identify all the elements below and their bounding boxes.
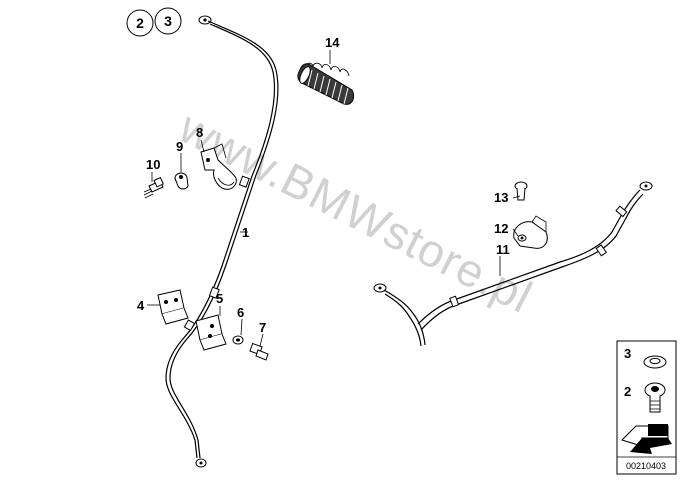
label-7: 7 <box>259 320 266 335</box>
grommet-9 <box>174 172 189 190</box>
clamp-12 <box>513 215 548 249</box>
label-9: 9 <box>176 139 183 154</box>
direction-arrow-icon <box>621 424 672 454</box>
header-ref-2: 2 <box>126 9 154 37</box>
legend-box: 3 2 00210403 <box>616 340 677 475</box>
bolt-10 <box>143 176 164 199</box>
label-1: 1 <box>242 225 249 240</box>
bolt-7 <box>249 342 269 361</box>
washer-6 <box>232 335 244 345</box>
diagram-code: 00210403 <box>626 461 666 471</box>
clamp-5 <box>195 314 227 351</box>
header-ref-3: 3 <box>154 7 182 35</box>
label-12: 12 <box>494 221 508 236</box>
legend-item-3-label: 3 <box>624 346 631 361</box>
bolt-13 <box>514 181 528 201</box>
header-ref-3-label: 3 <box>164 13 172 29</box>
brake-line-1 <box>165 15 279 468</box>
label-5: 5 <box>216 291 223 306</box>
clamp-4 <box>157 289 189 325</box>
label-4: 4 <box>137 298 145 313</box>
leader-lines <box>147 50 521 347</box>
label-6: 6 <box>237 305 244 320</box>
header-ref-2-label: 2 <box>136 15 144 31</box>
label-8: 8 <box>196 125 203 140</box>
watermark: www.BMWstore.pl <box>171 100 541 323</box>
label-10: 10 <box>146 157 160 172</box>
spring-14 <box>297 62 355 105</box>
brake-line-11 <box>373 181 653 347</box>
washer-icon <box>643 355 667 369</box>
banjo-bolt-icon <box>644 382 666 413</box>
label-14: 14 <box>325 35 340 50</box>
label-11: 11 <box>496 242 510 257</box>
legend-item-2-label: 2 <box>624 384 631 399</box>
label-13: 13 <box>494 190 508 205</box>
bracket-8 <box>200 143 237 190</box>
